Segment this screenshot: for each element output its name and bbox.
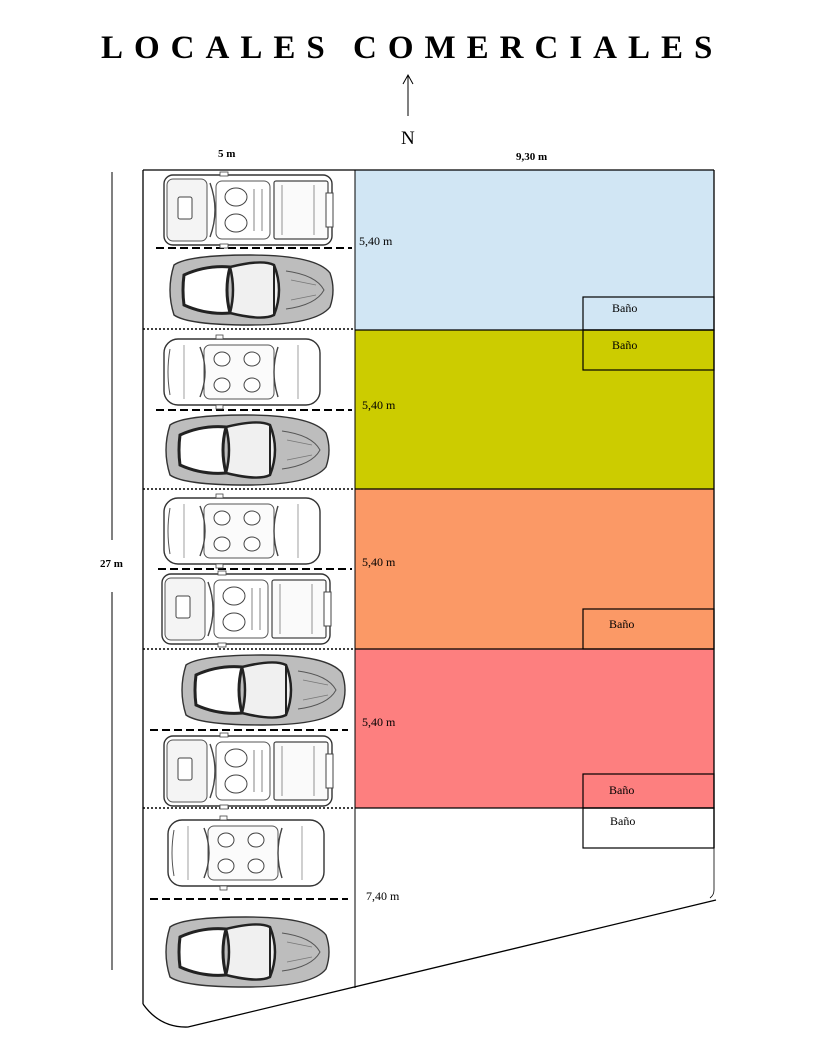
- car-sports-icon: [180, 653, 347, 727]
- local-1: [355, 170, 714, 330]
- dimension-locales-width: 9,30 m: [516, 151, 547, 163]
- bathroom-label: Baño: [610, 814, 635, 828]
- local-3-height: 5,40 m: [362, 555, 396, 569]
- title-comerciales: COMERCIALES: [353, 30, 723, 66]
- car-sports-icon: [168, 253, 335, 327]
- bathroom-label: Baño: [612, 338, 637, 352]
- local-2-height: 5,40 m: [362, 398, 396, 412]
- dimension-parking-width: 5 m: [218, 148, 235, 160]
- bathroom-label: Baño: [609, 617, 634, 631]
- local-1-height: 5,40 m: [359, 234, 393, 248]
- bathroom-boxes: [582, 296, 715, 849]
- car-pickup-icon: [163, 171, 334, 249]
- bathroom-label: Baño: [609, 783, 634, 797]
- local-2: [355, 330, 714, 489]
- local-5-height: 7,40 m: [366, 889, 400, 903]
- parking-stall-lines: [150, 247, 352, 900]
- local-4: [355, 649, 714, 808]
- local-3: [355, 489, 714, 649]
- title-locales: LOCALES: [101, 30, 336, 66]
- car-sports-icon: [164, 915, 331, 989]
- car-sedan-icon: [167, 815, 325, 891]
- car-sedan-icon: [163, 493, 321, 569]
- car-sedan-icon: [163, 334, 321, 410]
- parking-module-separators: [143, 328, 355, 809]
- car-pickup-icon: [163, 732, 334, 810]
- local-5: [355, 808, 714, 988]
- local-4-height: 5,40 m: [362, 715, 396, 729]
- bathroom-label: Baño: [612, 301, 637, 315]
- car-pickup-icon: [161, 570, 332, 648]
- dimension-total-length: 27 m: [100, 558, 123, 570]
- north-arrow: [402, 73, 414, 116]
- north-label: N: [401, 128, 415, 149]
- car-sports-icon: [164, 413, 331, 487]
